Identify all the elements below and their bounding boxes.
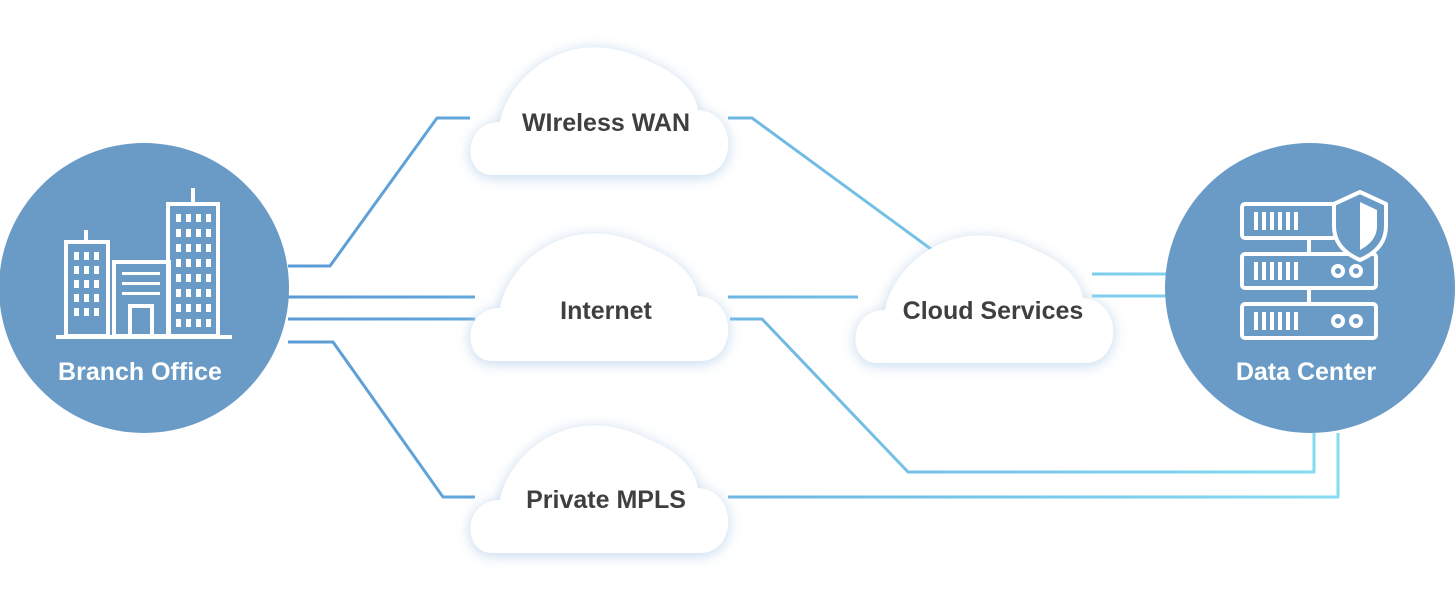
connections: [288, 116, 1340, 499]
office-buildings-icon: [56, 188, 232, 339]
link-branch-wireless-wan: [288, 116, 470, 268]
shield-icon: [1332, 190, 1388, 262]
building-windows: [74, 214, 211, 327]
data-center-label: Data Center: [1236, 358, 1377, 386]
cloud-internet-label: Internet: [560, 297, 652, 325]
cloud-private-mpls-label: Private MPLS: [526, 486, 686, 514]
link-private-mpls-data-center: [728, 433, 1340, 499]
cloud-wireless-wan-label: WIreless WAN: [522, 109, 690, 137]
cloud-private-mpls: [470, 425, 729, 553]
cloud-internet: [470, 233, 729, 361]
branch-office-node: Branch Office: [0, 143, 289, 433]
data-center-node: Data Center: [1165, 143, 1455, 433]
cloud-cloud-services: [855, 235, 1114, 363]
cloud-cloud-services-label: Cloud Services: [903, 297, 1084, 325]
server-rack-shield-icon: [1240, 190, 1388, 340]
link-wireless-wan-cloud-services: [728, 116, 936, 254]
cloud-wireless-wan: [470, 47, 729, 175]
link-internet-data-center: [730, 317, 1316, 474]
link-branch-private-mpls: [288, 340, 475, 499]
branch-office-label: Branch Office: [58, 358, 222, 386]
